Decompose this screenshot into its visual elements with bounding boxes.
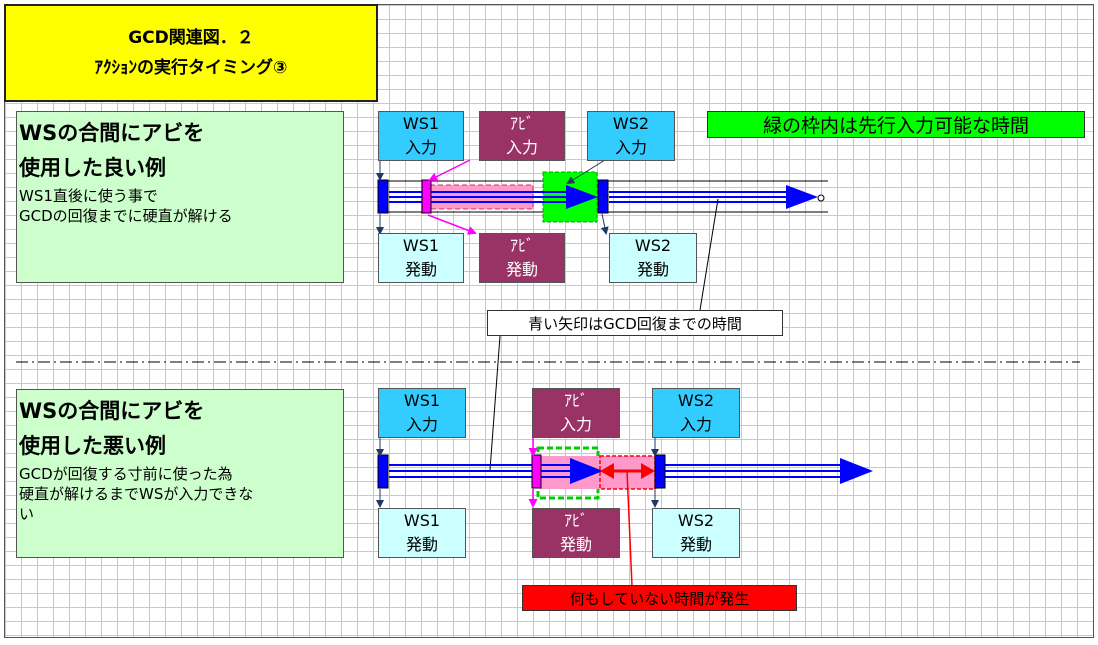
bad-desc-line-1: GCDが回復する寸前に使った為 [19, 465, 233, 483]
bad-abi-input-label: ｱﾋﾞ 入力 [532, 388, 620, 438]
label-line-1: WS1 [402, 236, 440, 255]
bad-ws2-input-label: WS2 入力 [652, 388, 740, 438]
label-line-1: WS2 [612, 114, 650, 133]
diagram-title: GCD関連図．２ ｱｸｼｮﾝの実行タイミング③ [4, 4, 378, 102]
gcd-arrow-2 [609, 185, 825, 209]
label-line-1: WS2 [677, 391, 715, 410]
label-line-1: ｱﾋﾞ [509, 114, 534, 133]
ws2-marker [654, 454, 666, 489]
label-line-2: 発動 [505, 260, 538, 279]
bad-timeline [376, 438, 873, 587]
idle-time-note: 何もしていない時間が発生 [522, 585, 797, 611]
good-heading-line-1: WSの合間にアビを [19, 121, 205, 145]
idle-double-arrow [600, 463, 655, 479]
label-line-1: WS1 [403, 391, 441, 410]
idle-callout-line [626, 470, 633, 587]
label-line-2: 発動 [404, 260, 437, 279]
label-line-1: ｱﾋﾞ [563, 391, 588, 410]
gcd-arrow-1 [389, 458, 603, 484]
good-timeline [376, 158, 828, 235]
ws1-marker [377, 454, 389, 489]
abi-marker [531, 454, 542, 489]
good-ws2-input-label: WS2 入力 [587, 111, 675, 161]
bad-heading-line-2: 使用した悪い例 [19, 434, 166, 458]
label-line-1: ｱﾋﾞ [563, 511, 588, 530]
connector [566, 159, 606, 185]
good-abi-input-label: ｱﾋﾞ 入力 [479, 111, 565, 161]
good-desc-line-2: GCDの回復までに硬直が解ける [19, 207, 233, 225]
label-line-2: 発動 [679, 535, 712, 554]
connector [427, 214, 477, 235]
ws2-marker [597, 179, 609, 214]
connector [600, 213, 609, 235]
label-line-2: 入力 [679, 415, 712, 434]
label-line-2: 発動 [636, 260, 669, 279]
ws1-marker [377, 179, 389, 214]
label-line-1: WS2 [634, 236, 672, 255]
good-ws1-fire-label: WS1 発動 [378, 233, 464, 283]
label-line-2: 入力 [614, 138, 647, 157]
good-ws1-input-label: WS1 入力 [378, 111, 464, 161]
good-example-description: WSの合間にアビを 使用した良い例 WS1直後に使う事で GCDの回復までに硬直… [16, 111, 344, 283]
bad-desc-line-3: い [19, 505, 35, 523]
good-ws2-fire-label: WS2 発動 [609, 233, 697, 283]
bad-example-description: WSの合間にアビを 使用した悪い例 GCDが回復する寸前に使った為 硬直が解ける… [16, 389, 344, 558]
label-line-2: 入力 [505, 138, 538, 157]
label-line-1: WS1 [403, 511, 441, 530]
title-line-1: GCD関連図．２ [128, 28, 254, 48]
blue-arrow-note: 青い矢印はGCD回復までの時間 [487, 310, 783, 336]
label-line-2: 発動 [559, 535, 592, 554]
callout-line [489, 335, 501, 471]
title-line-2: ｱｸｼｮﾝの実行タイミング③ [94, 58, 288, 78]
bad-ws2-fire-label: WS2 発動 [652, 508, 740, 558]
label-line-2: 入力 [405, 415, 438, 434]
bad-heading-line-1: WSの合間にアビを [19, 399, 205, 423]
bad-abi-fire-label: ｱﾋﾞ 発動 [532, 508, 620, 558]
bad-ws1-fire-label: WS1 発動 [378, 508, 466, 558]
label-line-2: 入力 [559, 415, 592, 434]
good-abi-fire-label: ｱﾋﾞ 発動 [479, 233, 565, 283]
good-desc-line-1: WS1直後に使う事で [19, 187, 158, 205]
good-heading-line-2: 使用した良い例 [19, 156, 166, 180]
connector [428, 159, 471, 181]
gcd-arrow-1 [389, 185, 598, 209]
abi-marker [421, 179, 432, 214]
callout-line [699, 198, 719, 311]
bad-desc-line-2: 硬直が解けるまでWSが入力できな [19, 485, 254, 503]
gcd-arrow-2 [664, 458, 873, 484]
precast-window-legend: 緑の枠内は先行入力可能な時間 [707, 111, 1085, 138]
label-line-1: ｱﾋﾞ [509, 236, 534, 255]
label-line-2: 入力 [404, 138, 437, 157]
bad-ws1-input-label: WS1 入力 [378, 388, 466, 438]
label-line-2: 発動 [405, 535, 438, 554]
label-line-1: WS2 [677, 511, 715, 530]
label-line-1: WS1 [402, 114, 440, 133]
